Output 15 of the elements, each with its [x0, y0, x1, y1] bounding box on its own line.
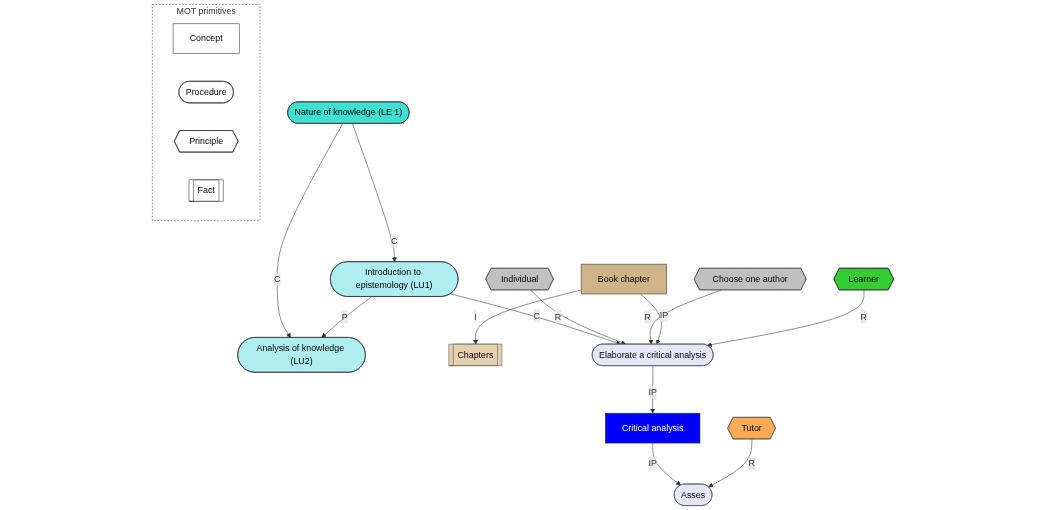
edge-label: R [860, 311, 867, 322]
edge-label: R [554, 311, 562, 322]
edge-label: IP [648, 458, 657, 468]
edge-label: IP [648, 387, 657, 398]
edge-label: R [644, 311, 651, 322]
node-box: Critical analysis [605, 412, 701, 444]
edge-label: I [474, 311, 477, 322]
edge-label: IP [659, 310, 669, 320]
edge-label: R [748, 458, 755, 468]
edge-label: P [341, 311, 348, 322]
edge-label: C [274, 274, 281, 284]
node-box: Concept [172, 23, 240, 54]
edge-label: C [391, 236, 398, 246]
edge-label: C [533, 311, 540, 321]
node-box: Book chapter [580, 263, 667, 295]
